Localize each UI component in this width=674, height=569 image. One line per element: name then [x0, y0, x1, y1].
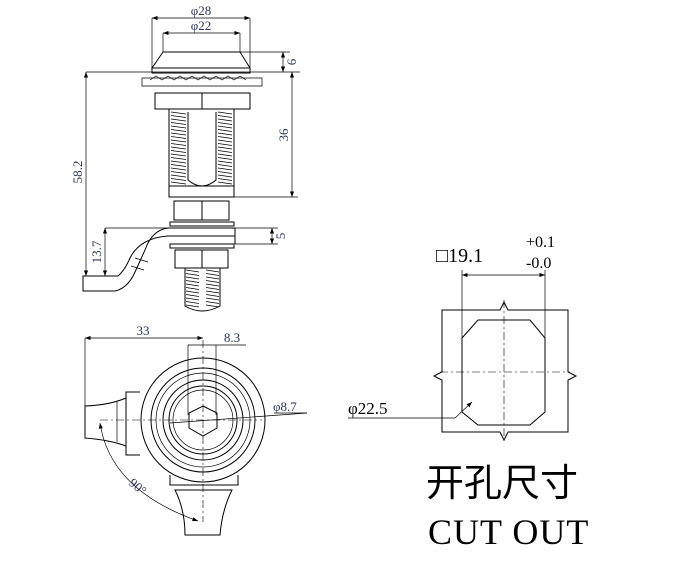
dim-total-length: 58.2 [70, 161, 85, 184]
dim-cam-length: 33 [137, 323, 150, 338]
cutout-tol-plus: +0.1 [526, 234, 555, 251]
side-view: φ28 φ22 6 36 58.2 13.7 5 [70, 3, 300, 312]
thread-pattern [170, 111, 233, 185]
cutout-tol-minus: -0.0 [526, 255, 551, 272]
dim-cap-height: 6 [284, 58, 299, 65]
bottom-view: 33 8.3 φ8.7 90° [84, 323, 308, 536]
dim-cam-offset: 13.7 [89, 240, 104, 263]
cutout-title-cn: 开孔尺寸 [426, 461, 578, 505]
dim-inner-dia: φ22 [191, 18, 212, 33]
dim-key-dia: φ8.7 [273, 399, 297, 414]
dim-key-width: 8.3 [224, 330, 240, 345]
cutout-circle-dia: φ22.5 [348, 399, 388, 418]
cutout-square-size: □19.1 [436, 245, 483, 267]
dim-body-length: 36 [276, 128, 291, 142]
cutout-title-en: CUT OUT [428, 512, 589, 552]
cutout-view: □19.1 +0.1 -0.0 φ22.5 开孔尺寸 CUT OUT [348, 234, 589, 552]
dim-outer-dia: φ28 [191, 3, 212, 18]
dim-cam-thickness: 5 [273, 233, 288, 240]
